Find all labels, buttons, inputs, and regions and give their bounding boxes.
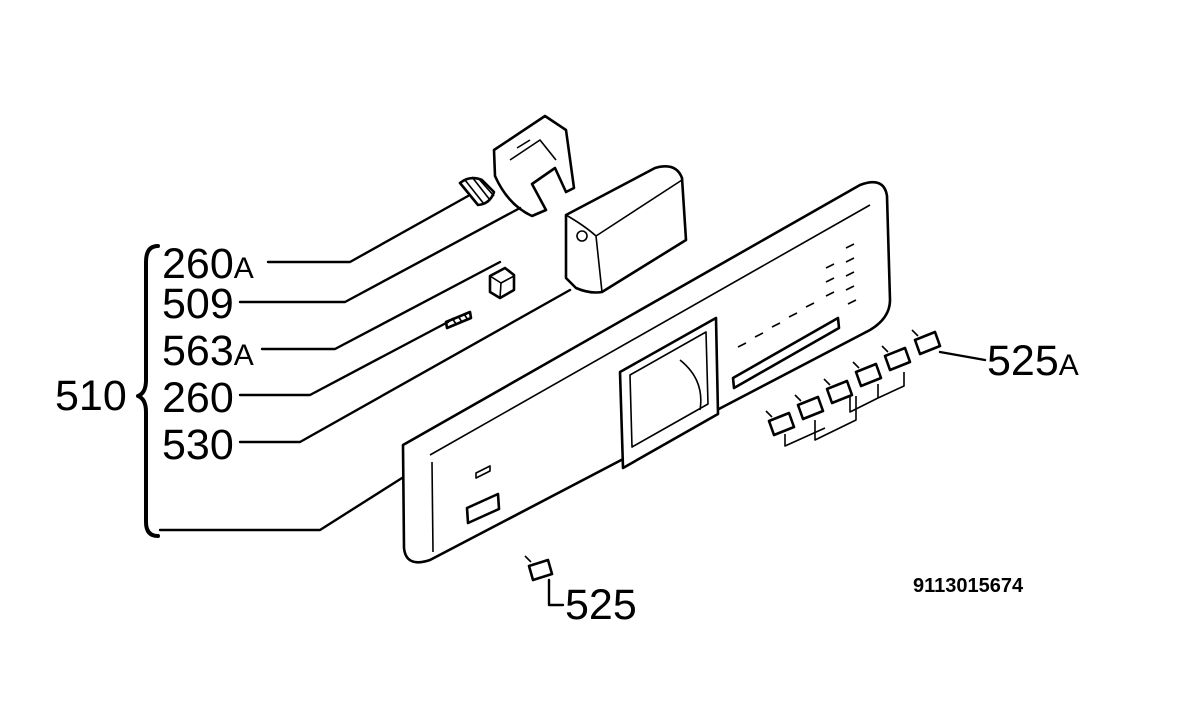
clip-icon: [488, 266, 516, 300]
callout-260a: 260A: [162, 240, 254, 288]
switch-icon: [794, 394, 825, 421]
switch-icon: [911, 329, 942, 356]
callout-563a: 563A: [162, 327, 254, 375]
callout-530: 530: [162, 421, 234, 469]
callout-525a: 525A: [987, 337, 1079, 385]
group-label-510: 510: [55, 372, 127, 420]
switch-group-525a: [765, 329, 942, 447]
switch-icon: [524, 555, 554, 582]
leader-lines: [136, 194, 987, 607]
bracket-icon: [492, 114, 576, 218]
spring-icon: [458, 176, 496, 207]
callout-509: 509: [162, 280, 234, 328]
callout-525: 525: [565, 581, 637, 629]
control-panel-icon: [401, 181, 892, 564]
switch-icon: [881, 345, 912, 372]
drawing-code: 9113015674: [913, 575, 1024, 597]
knob-cap-icon: [564, 165, 688, 294]
filter-icon: [444, 310, 473, 330]
switch-icon: [852, 361, 883, 388]
switch-icon: [823, 378, 854, 405]
callout-260: 260: [162, 374, 234, 422]
switch-icon: [765, 410, 796, 437]
